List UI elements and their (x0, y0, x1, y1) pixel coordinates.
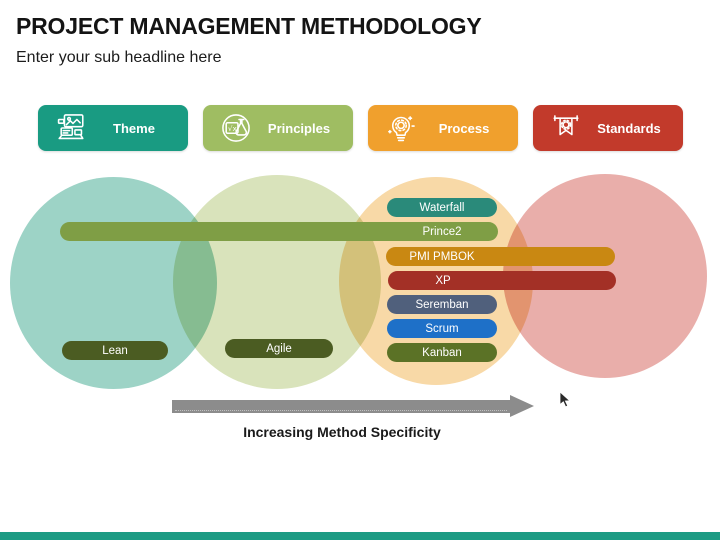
method-label: Lean (102, 344, 128, 357)
method-bar-xp: XP (388, 271, 616, 290)
method-label: Seremban (415, 298, 469, 311)
tab-process-label: Process (438, 120, 490, 136)
tab-principles-label: Principles (267, 120, 331, 136)
method-label: XP (435, 274, 451, 287)
method-bar-waterfall: Waterfall (387, 198, 497, 217)
method-bar-prince2: Prince2 (60, 222, 498, 241)
bulb-gear-icon (384, 110, 418, 146)
specificity-arrow-label: Increasing Method Specificity (243, 424, 441, 440)
method-bar-lean: Lean (62, 341, 168, 360)
tab-theme-label: Theme (113, 120, 155, 136)
page-subtitle: Enter your sub headline here (16, 49, 222, 66)
footer-accent-bar (0, 532, 720, 540)
tab-theme[interactable]: Theme (38, 105, 188, 151)
page-title: PROJECT MANAGEMENT METHODOLOGY (16, 13, 482, 39)
method-bar-seremban: Seremban (387, 295, 497, 314)
method-bar-kanban: Kanban (387, 343, 497, 362)
formula-flask-icon: √x (219, 110, 253, 146)
method-label: Scrum (425, 322, 459, 335)
method-label: Kanban (422, 346, 462, 359)
tab-principles[interactable]: √x Principles (203, 105, 353, 151)
arrow-dotted-line (175, 410, 507, 411)
method-label: Waterfall (419, 201, 465, 214)
method-label: PMI PMBOK (409, 250, 475, 263)
specificity-arrow (172, 400, 510, 413)
mouse-cursor-icon (558, 391, 572, 409)
method-label: Prince2 (422, 225, 462, 238)
svg-text:√x: √x (228, 124, 238, 133)
method-bar-scrum: Scrum (387, 319, 497, 338)
specificity-arrow-head (510, 395, 534, 417)
tab-process[interactable]: Process (368, 105, 518, 151)
method-bar-agile: Agile (225, 339, 333, 358)
method-bar-pmi-pmbok: PMI PMBOK (386, 247, 615, 266)
pennant-gear-icon (549, 110, 583, 146)
method-label: Agile (266, 342, 292, 355)
monitor-design-icon (54, 110, 88, 146)
tab-standards-label: Standards (597, 120, 661, 136)
tab-standards[interactable]: Standards (533, 105, 683, 151)
